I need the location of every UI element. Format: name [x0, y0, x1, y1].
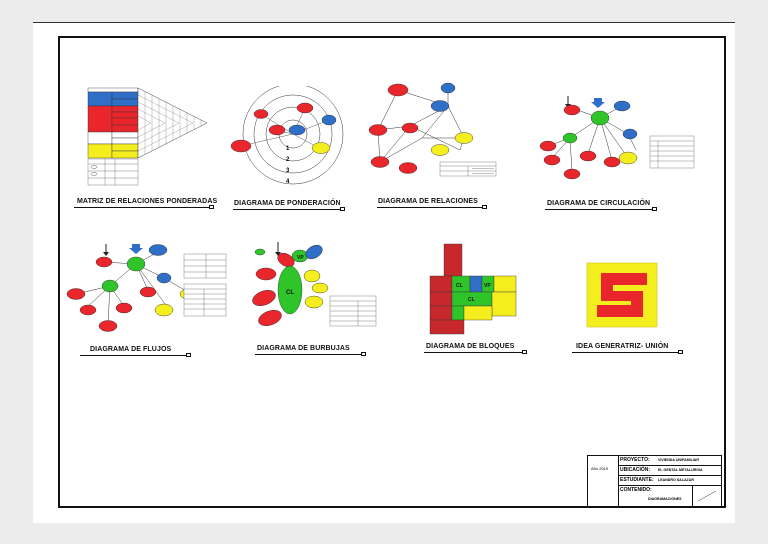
caption-underline — [424, 352, 524, 353]
contenido-value: DIAGRAMACIONES — [648, 497, 682, 501]
caption-circulacion: DIAGRAMA DE CIRCULACIÓN — [547, 200, 651, 207]
caption-underline — [545, 209, 655, 210]
caption-bloques: DIAGRAMA DE BLOQUES — [426, 343, 515, 350]
proyecto-label: PROYECTO: — [620, 457, 650, 463]
ponderacion-diagram: 1 2 3 4 — [230, 86, 344, 185]
title-block: Año 2019 PROYECTO: VIVIENDA UNIFAMILIAR … — [587, 455, 722, 507]
idea-generatriz-diagram — [586, 262, 658, 328]
block-label-vp: VP — [484, 283, 491, 289]
bubble-label-cl: CL — [286, 290, 294, 296]
caption-relaciones: DIAGRAMA DE RELACIONES — [378, 198, 478, 205]
caption-burbujas: DIAGRAMA DE BURBUJAS — [257, 345, 350, 352]
caption-underline — [233, 209, 341, 210]
caption-marker — [209, 205, 214, 209]
block-label-cl-main: CL — [468, 297, 475, 303]
estudiante-value: LEANDRO SALAZAR — [658, 478, 694, 482]
caption-underline — [255, 354, 363, 355]
caption-idea: IDEA GENERATRIZ- UNIÓN — [576, 343, 669, 350]
title-block-row-contenido: CONTENIDO: DIAGRAMACIONES — [618, 486, 693, 507]
caption-marker — [340, 207, 345, 211]
signature-mark — [697, 490, 717, 502]
bloques-diagram: CL VP CL — [429, 243, 517, 335]
ring-number: 4 — [286, 179, 290, 185]
title-block-year: Año 2019 — [591, 466, 609, 471]
ring-number: 3 — [286, 168, 290, 174]
caption-matriz: MATRIZ DE RELACIONES PONDERADAS — [77, 198, 218, 205]
caption-underline — [80, 355, 188, 356]
ubicacion-label: UBICACIÓN: — [620, 467, 650, 473]
circulacion-diagram — [539, 96, 695, 180]
caption-marker — [361, 352, 366, 356]
proyecto-value: VIVIENDA UNIFAMILIAR — [658, 458, 699, 462]
bubble-label-vp: VP — [297, 255, 304, 261]
relaciones-diagram — [368, 82, 497, 177]
matrix-diagram — [87, 87, 208, 186]
ring-number: 2 — [286, 157, 290, 163]
ring-number: 1 — [286, 146, 290, 152]
caption-flujos: DIAGRAMA DE FLUJOS — [90, 346, 172, 353]
caption-ponderacion: DIAGRAMA DE PONDERACIÓN — [234, 200, 341, 207]
caption-marker — [678, 350, 683, 354]
block-label-cl: CL — [456, 283, 463, 289]
caption-marker — [522, 350, 527, 354]
caption-underline — [572, 352, 680, 353]
caption-underline — [377, 207, 485, 208]
caption-marker — [186, 353, 191, 357]
contenido-label: CONTENIDO: — [620, 487, 652, 493]
burbujas-diagram: CL VP — [252, 242, 377, 327]
estudiante-label: ESTUDIANTE: — [620, 477, 654, 483]
flujos-diagram — [66, 244, 227, 332]
ubicacion-value: EL GENTAL METALURGIA — [658, 468, 703, 472]
title-block-row-proyecto: PROYECTO: VIVIENDA UNIFAMILIAR — [618, 456, 721, 466]
title-block-row-ubicacion: UBICACIÓN: EL GENTAL METALURGIA — [618, 466, 721, 476]
caption-marker — [482, 205, 487, 209]
caption-marker — [652, 207, 657, 211]
caption-underline — [74, 207, 211, 208]
title-block-row-estudiante: ESTUDIANTE: LEANDRO SALAZAR — [618, 476, 721, 486]
